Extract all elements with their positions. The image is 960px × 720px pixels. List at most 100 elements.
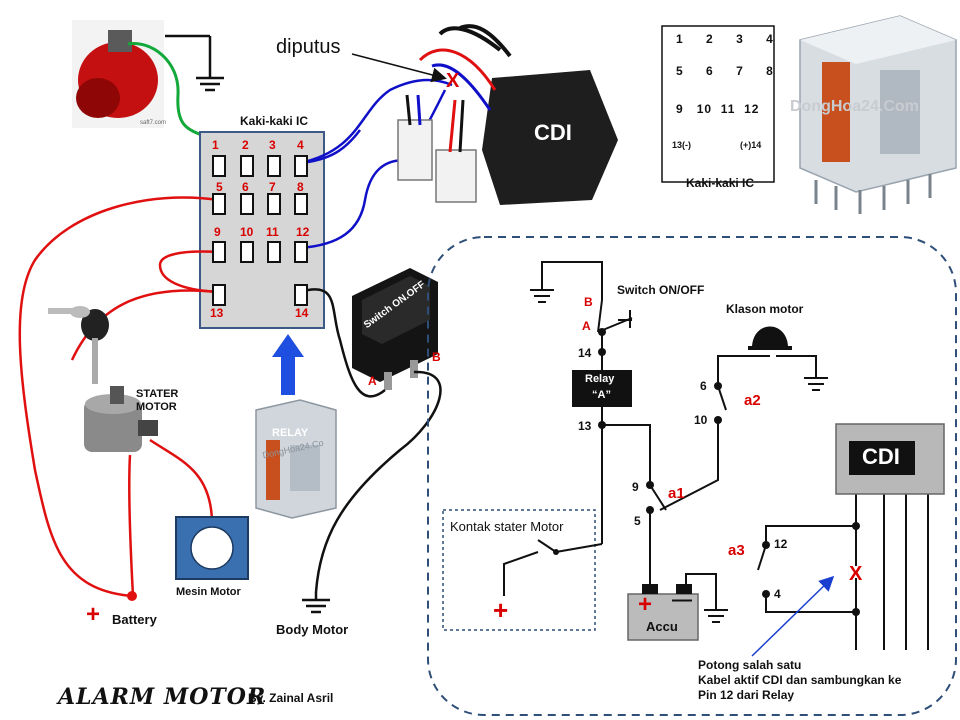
ic-pin-9: 9 xyxy=(214,225,221,239)
pinout-pin: 5 xyxy=(676,64,685,78)
ic-pin-1: 1 xyxy=(212,138,219,152)
contact-a3: a3 xyxy=(728,542,745,559)
horn-image: saft7.com xyxy=(72,20,166,128)
pinout-pin: 9 xyxy=(676,102,684,116)
schematic-wires xyxy=(503,261,929,650)
socket xyxy=(212,241,226,263)
socket xyxy=(294,284,308,306)
diputus-pointer xyxy=(351,53,447,83)
pinout-coil-right: (+)14 xyxy=(740,140,762,150)
cdi-image xyxy=(397,24,618,205)
contact-a2: a2 xyxy=(744,392,761,409)
watermark: DongHoa24.Com xyxy=(790,98,919,115)
body-motor-label: Body Motor xyxy=(276,622,349,637)
cdi-photo-label: CDI xyxy=(534,120,572,145)
pinout-pin: 8 xyxy=(766,64,775,78)
pinout-row-top: 1 2 3 4 xyxy=(676,32,775,46)
black-wires xyxy=(299,288,442,593)
pinout-coil-left: 13(-) xyxy=(672,140,692,150)
note-line-3: Pin 12 dari Relay xyxy=(698,688,795,702)
ic-pin-3: 3 xyxy=(269,138,276,152)
schema-pin-9: 9 xyxy=(632,480,639,494)
ground-symbol-body xyxy=(302,592,330,614)
red-wires xyxy=(18,196,219,598)
stater-motor-label: STATER MOTOR xyxy=(136,388,179,413)
pinout-row-mid: 5 6 7 8 xyxy=(676,64,775,78)
ic-pin-14: 14 xyxy=(295,306,309,320)
cut-mark-schematic: X xyxy=(849,563,863,585)
cdi-schematic-label: CDI xyxy=(862,444,900,469)
note-arrow xyxy=(751,575,835,657)
note-line-1: Potong salah satu xyxy=(698,658,802,672)
ic-pin-12: 12 xyxy=(296,225,310,239)
ic-pin-4: 4 xyxy=(297,138,304,152)
accu-minus: — xyxy=(672,589,692,611)
accu-box xyxy=(627,584,699,641)
ic-pin-13: 13 xyxy=(210,306,224,320)
diagram-title: Alarm Motor xyxy=(58,684,267,710)
schema-pin-10: 10 xyxy=(694,413,708,427)
pinout-pin: 1 xyxy=(676,32,685,46)
socket xyxy=(240,155,254,177)
schematic-nodes xyxy=(553,328,860,616)
ground-symbol-horn xyxy=(165,34,224,92)
schema-pin-13: 13 xyxy=(578,419,592,433)
socket xyxy=(212,193,226,215)
socket xyxy=(294,155,308,177)
ic-pin-10: 10 xyxy=(240,225,254,239)
pinout-pin: 4 xyxy=(766,32,775,46)
socket xyxy=(267,241,281,263)
switch-terminal-b: B xyxy=(432,350,441,364)
relay-a-line1: Relay xyxy=(585,373,615,385)
pinout-pin: 11 xyxy=(720,102,736,116)
schema-pin-b: B xyxy=(584,295,593,309)
socket xyxy=(267,193,281,215)
socket xyxy=(212,155,226,177)
ic-pin-11: 11 xyxy=(266,225,279,239)
schema-pin-6: 6 xyxy=(700,379,707,393)
pinout-pin: 6 xyxy=(706,64,715,78)
diputus-label: diputus xyxy=(276,36,341,58)
socket xyxy=(294,193,308,215)
ic-pin-7: 7 xyxy=(269,180,276,194)
klason-motor-label: Klason motor xyxy=(726,302,804,316)
relay-small-photo xyxy=(255,399,337,519)
schema-pin-12: 12 xyxy=(774,537,788,551)
schema-pin-5: 5 xyxy=(634,514,641,528)
pinout-pin: 7 xyxy=(736,64,745,78)
rocker-switch-photo xyxy=(352,268,438,390)
cut-mark-cdi: X xyxy=(446,70,460,92)
schematic-panel xyxy=(427,236,957,716)
socket xyxy=(294,241,308,263)
accu-label: Accu xyxy=(646,619,678,634)
schema-pin-14: 14 xyxy=(578,346,592,360)
starter-motor-image xyxy=(84,386,158,452)
relay-pinout-diagram xyxy=(661,25,775,183)
battery-plus: + xyxy=(86,601,101,628)
relay-a-block xyxy=(572,370,632,407)
battery-label: Battery xyxy=(112,612,157,627)
pinout-pin: 2 xyxy=(706,32,715,46)
author-label: By. Zainal Asril xyxy=(248,691,334,705)
engine-box xyxy=(175,516,249,580)
cdi-schematic-box xyxy=(835,423,945,495)
schema-pin-a: A xyxy=(582,319,591,333)
relay-a-line2: “A” xyxy=(592,389,611,401)
kontak-stater-label: Kontak stater Motor xyxy=(450,519,564,534)
ic-pin-5: 5 xyxy=(216,180,223,194)
accu-plus: + xyxy=(638,591,653,618)
note-line-2: Kabel aktif CDI dan sambungkan ke xyxy=(698,673,902,687)
pinout-row-bot: 9 10 11 12 xyxy=(676,102,759,116)
kaki-ic-right-label: Kaki-kaki IC xyxy=(686,176,755,190)
relay-photo xyxy=(790,15,960,216)
stater-plus: + xyxy=(493,595,509,625)
klaxon-symbol xyxy=(748,326,792,350)
svg-text:saft7.com: saft7.com xyxy=(140,120,166,126)
key-image xyxy=(48,306,109,384)
contact-a1: a1 xyxy=(668,485,685,502)
switch-onoff-label: Switch ON/OFF xyxy=(617,283,705,297)
up-arrow xyxy=(272,334,304,395)
battery-junction xyxy=(127,591,137,601)
ic-pin-8: 8 xyxy=(297,180,304,194)
ic-pin-2: 2 xyxy=(242,138,249,152)
